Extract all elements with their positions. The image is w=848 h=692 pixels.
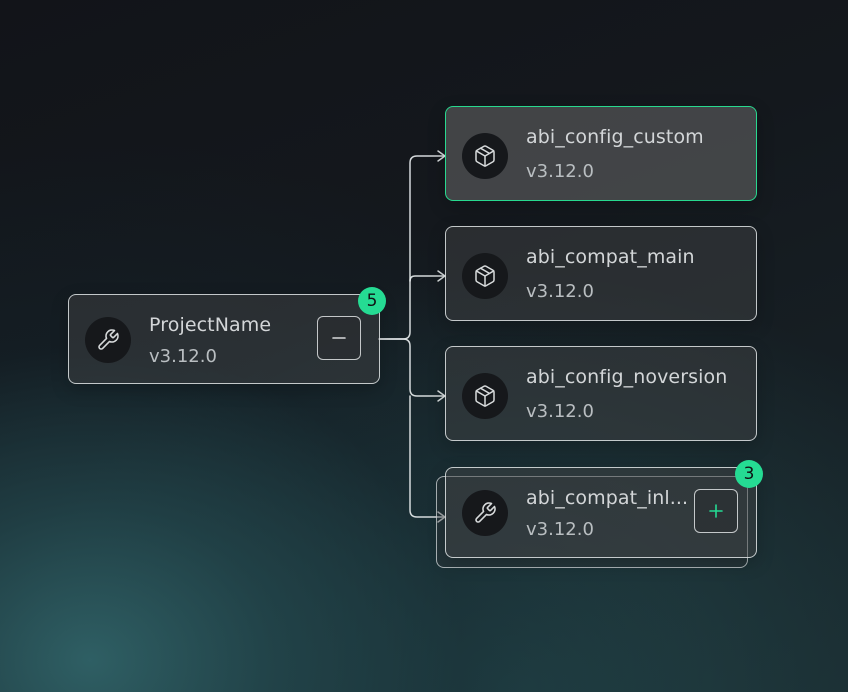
- child-node-3-version: v3.12.0: [526, 401, 594, 422]
- package-icon: [462, 253, 508, 299]
- child-node-4[interactable]: abi_compat_inl... v3.12.0: [445, 467, 757, 558]
- child-node-2-title: abi_compat_main: [526, 246, 695, 268]
- plus-icon: [709, 504, 723, 518]
- child-count-badge: 3: [735, 460, 763, 488]
- child-node-2-version: v3.12.0: [526, 281, 594, 302]
- wrench-icon: [85, 317, 131, 363]
- root-node[interactable]: ProjectName v3.12.0: [68, 294, 380, 384]
- root-node-version: v3.12.0: [149, 346, 217, 367]
- child-node-2[interactable]: abi_compat_main v3.12.0: [445, 226, 757, 321]
- child-node-3-title: abi_config_noversion: [526, 366, 728, 388]
- child-node-4-title: abi_compat_inl...: [526, 487, 689, 509]
- child-count-badge: 5: [358, 287, 386, 315]
- child-node-1[interactable]: abi_config_custom v3.12.0: [445, 106, 757, 201]
- package-icon: [462, 373, 508, 419]
- child-node-1-title: abi_config_custom: [526, 126, 704, 148]
- expand-button[interactable]: [694, 489, 738, 533]
- package-icon: [462, 133, 508, 179]
- wrench-icon: [462, 490, 508, 536]
- minus-icon: [332, 337, 346, 339]
- child-node-4-version: v3.12.0: [526, 519, 594, 540]
- root-node-title: ProjectName: [149, 314, 272, 336]
- collapse-button[interactable]: [317, 316, 361, 360]
- child-node-1-version: v3.12.0: [526, 161, 594, 182]
- child-node-3[interactable]: abi_config_noversion v3.12.0: [445, 346, 757, 441]
